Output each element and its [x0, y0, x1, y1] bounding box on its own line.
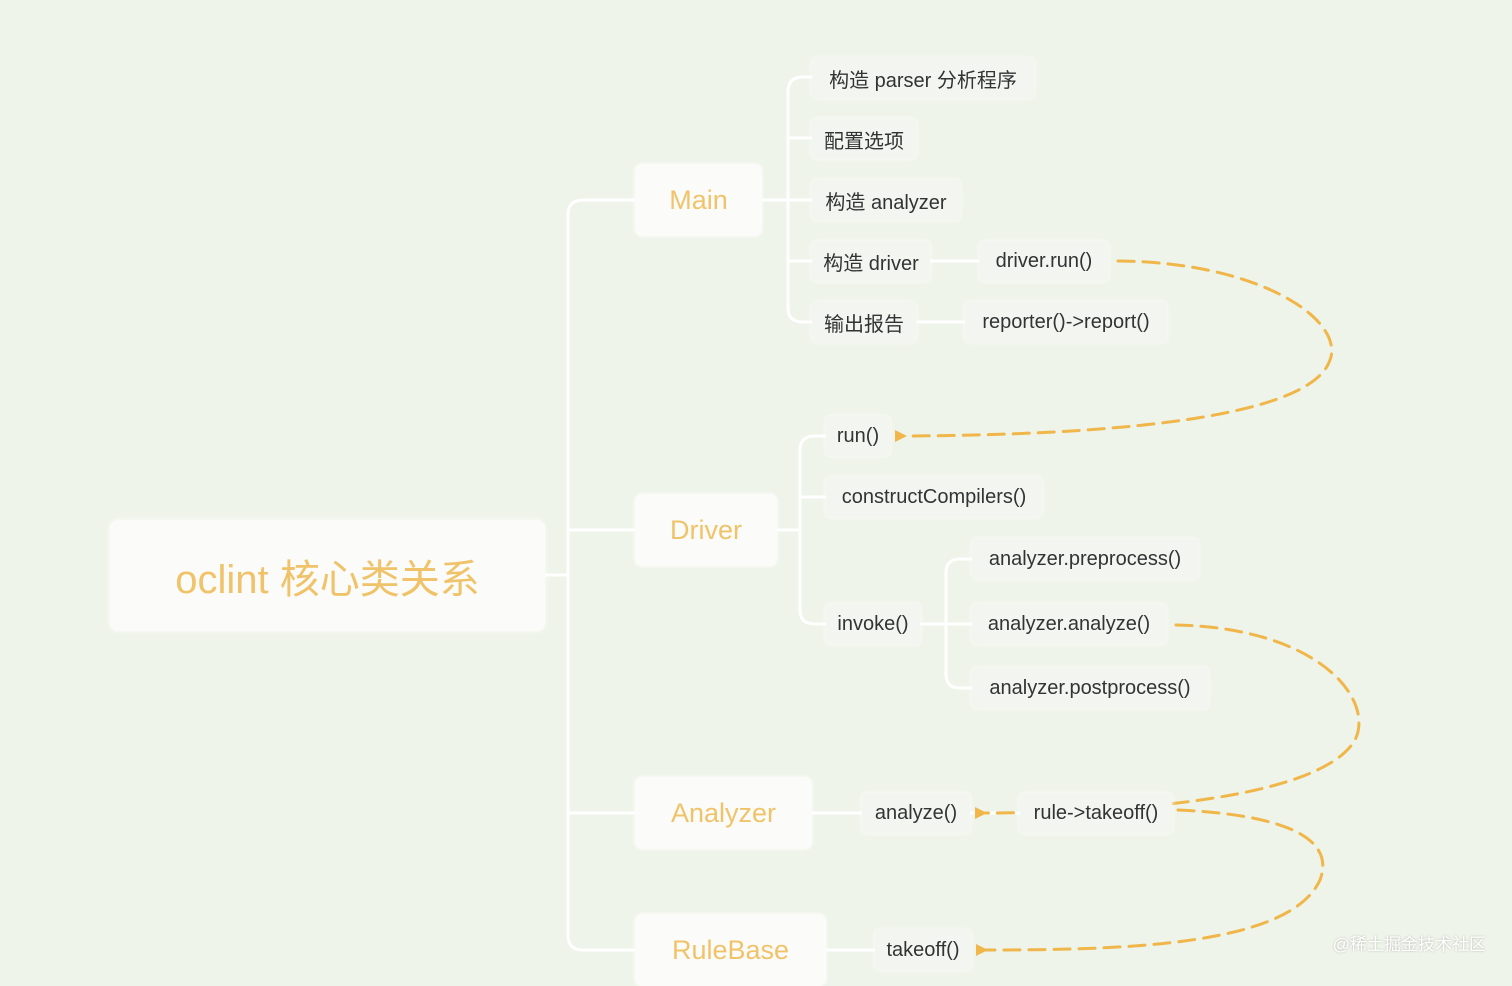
- main-item-parser: 构造 parser 分析程序: [812, 58, 1034, 98]
- main-item-options: 配置选项: [812, 119, 916, 159]
- class-node-main: Main: [635, 164, 762, 236]
- class-node-analyzer: Analyzer: [635, 777, 812, 849]
- dashed-arrow-analyze: [974, 623, 1361, 820]
- invoke-item-preprocess: analyzer.preprocess(): [972, 539, 1198, 579]
- dashed-arrow-driver-run: [894, 259, 1334, 443]
- root-node: oclint 核心类关系: [110, 520, 545, 631]
- call-reporter-report: reporter()->report(): [965, 302, 1167, 342]
- driver-items-spine: [798, 434, 828, 626]
- driver-item-construct-compilers: constructCompilers(): [826, 477, 1042, 517]
- main-item-report: 输出报告: [812, 302, 916, 342]
- watermark: @稀土掘金技术社区: [1332, 935, 1486, 954]
- dashed-arrow-takeoff: [975, 808, 1325, 957]
- driver-item-run: run(): [826, 416, 890, 456]
- invoke-items-spine: [944, 557, 974, 690]
- class-spine: [566, 198, 638, 952]
- class-node-driver: Driver: [635, 494, 777, 566]
- analyzer-call-rule-takeoff: rule->takeoff(): [1020, 793, 1172, 833]
- call-driver-run: driver.run(): [980, 241, 1108, 281]
- rulebase-item-takeoff: takeoff(): [875, 930, 971, 970]
- main-item-analyzer: 构造 analyzer: [812, 180, 960, 220]
- invoke-item-analyze: analyzer.analyze(): [972, 604, 1166, 644]
- main-item-driver: 构造 driver: [812, 241, 930, 281]
- analyzer-item-analyze: analyze(): [862, 793, 970, 833]
- invoke-item-postprocess: analyzer.postprocess(): [972, 668, 1208, 708]
- class-node-rulebase: RuleBase: [635, 914, 826, 986]
- main-items-spine: [786, 75, 814, 324]
- driver-item-invoke: invoke(): [826, 604, 920, 644]
